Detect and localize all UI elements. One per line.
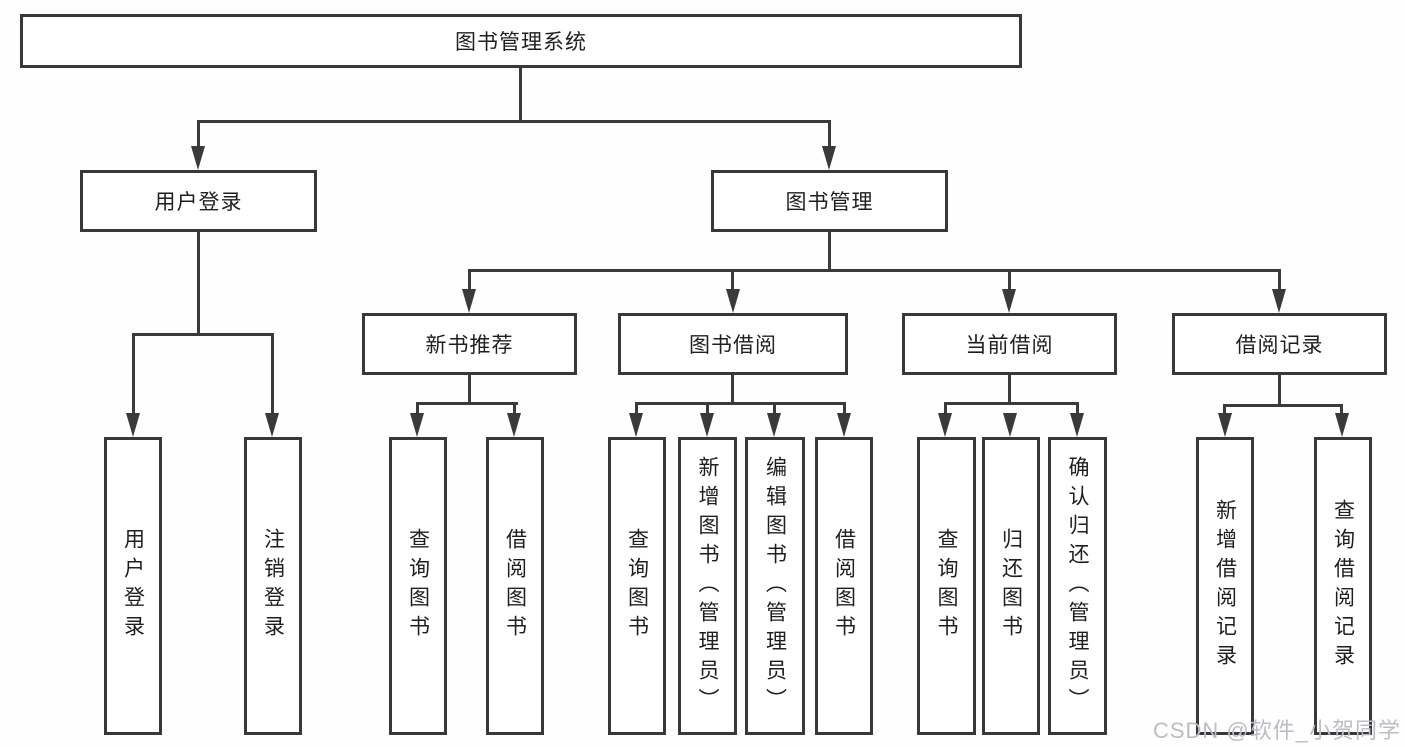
connector-line	[1008, 269, 1011, 291]
arrow-down-icon	[700, 413, 714, 437]
leaf-query-books-recommend: 查询图书	[389, 437, 447, 735]
leaf-label: 编辑图书（管理员）	[763, 455, 787, 717]
leaf-label: 新增借阅记录	[1213, 499, 1237, 673]
connector-line	[773, 402, 776, 414]
connector-line	[513, 402, 516, 414]
connector-line	[132, 333, 274, 336]
connector-line	[828, 232, 831, 272]
connector-line	[271, 333, 274, 413]
leaf-label: 查询图书	[625, 528, 649, 644]
connector-line	[1223, 404, 1226, 414]
arrow-down-icon	[1272, 289, 1286, 313]
leaf-confirm-return-admin: 确认归还（管理员）	[1048, 437, 1107, 735]
arrow-down-icon	[1335, 413, 1349, 437]
connector-line	[944, 402, 947, 414]
connector-line	[731, 375, 734, 405]
leaf-query-books-borrow: 查询图书	[608, 437, 666, 735]
node-label: 图书借阅	[689, 334, 777, 357]
connector-line	[197, 232, 200, 336]
leaf-label: 归还图书	[999, 528, 1023, 644]
node-book-management: 图书管理	[711, 170, 948, 232]
arrow-down-icon	[265, 413, 279, 437]
leaf-label: 查询图书	[935, 528, 958, 644]
connector-line	[828, 120, 831, 147]
leaf-query-borrow-record: 查询借阅记录	[1314, 437, 1372, 735]
connector-line	[132, 333, 135, 413]
connector-line	[468, 269, 1281, 272]
node-user-login: 用户登录	[80, 170, 317, 232]
node-label: 用户登录	[154, 191, 243, 214]
node-label: 图书管理系统	[455, 31, 587, 54]
connector-line	[731, 269, 734, 291]
leaf-query-books-current: 查询图书	[917, 437, 976, 735]
connector-line	[416, 402, 419, 414]
connector-line	[1278, 269, 1281, 291]
leaf-add-borrow-record: 新增借阅记录	[1196, 437, 1254, 735]
node-new-book-recommendation: 新书推荐	[362, 313, 577, 375]
node-label: 借阅记录	[1235, 334, 1324, 357]
connector-line	[197, 120, 831, 123]
arrow-down-icon	[126, 413, 140, 437]
node-current-borrowing: 当前借阅	[902, 313, 1117, 375]
connector-line	[1340, 404, 1343, 414]
leaf-label: 新增图书（管理员）	[696, 455, 719, 717]
connector-line	[635, 402, 638, 414]
leaf-label: 查询图书	[406, 528, 430, 644]
connector-line	[197, 120, 200, 147]
arrow-down-icon	[410, 413, 424, 437]
arrow-down-icon	[822, 146, 836, 170]
connector-line	[1278, 375, 1281, 407]
connector-line	[519, 68, 522, 121]
leaf-borrow-books-recommend: 借阅图书	[486, 437, 544, 735]
node-label: 新书推荐	[425, 334, 514, 357]
leaf-user-login: 用户登录	[104, 437, 162, 735]
node-label: 图书管理	[785, 191, 874, 214]
connector-line	[1223, 404, 1343, 407]
arrow-down-icon	[767, 413, 781, 437]
node-label: 当前借阅	[965, 334, 1054, 357]
leaf-label: 注销登录	[261, 528, 285, 644]
leaf-label: 查询借阅记录	[1331, 499, 1355, 673]
leaf-borrow-books: 借阅图书	[815, 437, 873, 735]
connector-line	[468, 269, 471, 291]
arrow-down-icon	[837, 413, 851, 437]
connector-line	[944, 402, 1079, 405]
arrow-down-icon	[507, 413, 521, 437]
csdn-watermark: CSDN @软件_小贺同学	[1152, 718, 1401, 743]
arrow-down-icon	[462, 289, 476, 313]
connector-line	[468, 375, 471, 405]
leaf-edit-books-admin: 编辑图书（管理员）	[745, 437, 805, 735]
arrow-down-icon	[1002, 289, 1016, 313]
arrow-down-icon	[726, 289, 740, 313]
leaf-label: 用户登录	[121, 528, 145, 644]
connector-line	[843, 402, 846, 414]
arrow-down-icon	[1070, 413, 1084, 437]
node-borrowing-records: 借阅记录	[1172, 313, 1387, 375]
node-library-management-system: 图书管理系统	[20, 14, 1022, 68]
leaf-add-books-admin: 新增图书（管理员）	[678, 437, 737, 735]
arrow-down-icon	[629, 413, 643, 437]
node-book-borrowing: 图书借阅	[618, 313, 848, 375]
connector-line	[635, 402, 846, 405]
leaf-label: 借阅图书	[832, 528, 856, 644]
arrow-down-icon	[191, 146, 205, 170]
connector-line	[706, 402, 709, 414]
connector-line	[1008, 375, 1011, 405]
connector-line	[416, 402, 518, 405]
connector-line	[1076, 402, 1079, 414]
leaf-label: 确认归还（管理员）	[1066, 455, 1089, 717]
arrow-down-icon	[1003, 413, 1017, 437]
leaf-return-books: 归还图书	[982, 437, 1040, 735]
leaf-logout: 注销登录	[244, 437, 302, 735]
leaf-label: 借阅图书	[503, 528, 527, 644]
arrow-down-icon	[1218, 413, 1232, 437]
arrow-down-icon	[938, 413, 952, 437]
